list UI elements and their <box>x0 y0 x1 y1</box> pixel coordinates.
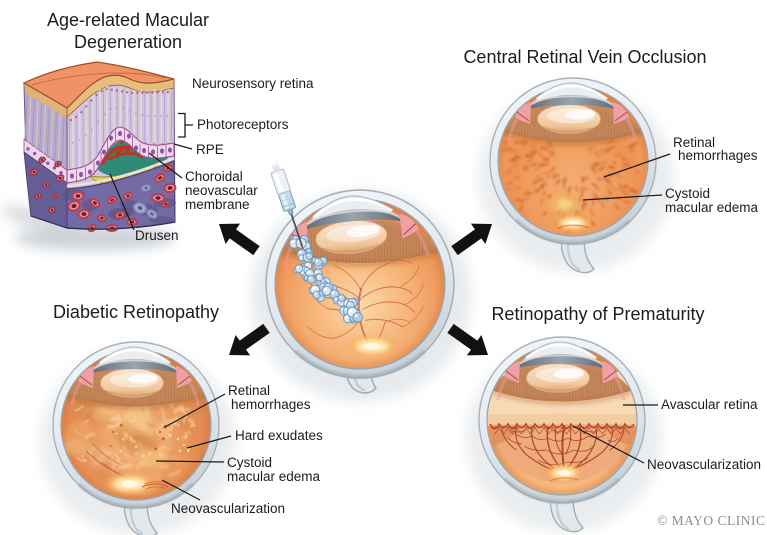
svg-text:Hard exudates: Hard exudates <box>235 428 323 443</box>
svg-text:hemorrhages: hemorrhages <box>231 397 311 412</box>
svg-text:Retinal: Retinal <box>228 383 270 398</box>
svg-text:membrane: membrane <box>185 197 250 212</box>
svg-text:Drusen: Drusen <box>135 228 179 243</box>
svg-text:Diabetic Retinopathy: Diabetic Retinopathy <box>53 302 219 322</box>
svg-text:Central Retinal Vein Occlusion: Central Retinal Vein Occlusion <box>463 47 706 67</box>
svg-text:Degeneration: Degeneration <box>74 32 182 52</box>
svg-text:Neurosensory retina: Neurosensory retina <box>192 76 314 91</box>
svg-text:RPE: RPE <box>196 142 224 157</box>
svg-text:Cystoid: Cystoid <box>665 186 710 201</box>
svg-text:Retinopathy of Prematurity: Retinopathy of Prematurity <box>491 304 704 324</box>
svg-text:Choroidal: Choroidal <box>185 169 243 184</box>
svg-text:Avascular retina: Avascular retina <box>661 397 758 412</box>
svg-text:neovascular: neovascular <box>185 183 258 198</box>
svg-text:Neovascularization: Neovascularization <box>647 457 761 472</box>
svg-text:Cystoid: Cystoid <box>227 455 272 470</box>
svg-text:hemorrhages: hemorrhages <box>678 148 758 163</box>
svg-text:macular edema: macular edema <box>665 200 759 215</box>
svg-text:© MAYO CLINIC: © MAYO CLINIC <box>657 513 766 528</box>
svg-text:Neovascularization: Neovascularization <box>171 501 285 516</box>
svg-text:Photoreceptors: Photoreceptors <box>197 117 289 132</box>
svg-text:macular edema: macular edema <box>227 469 321 484</box>
svg-text:Retinal: Retinal <box>673 135 715 150</box>
svg-text:Age-related Macular: Age-related Macular <box>47 10 209 30</box>
